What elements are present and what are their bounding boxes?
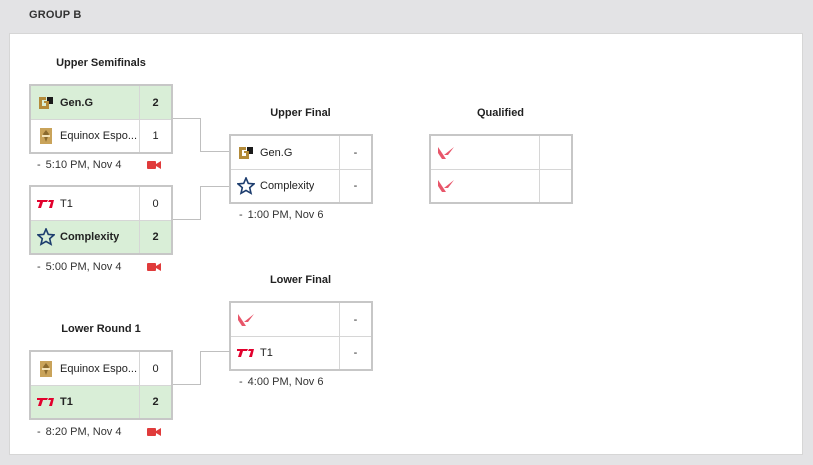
team-score: - xyxy=(339,303,371,336)
video-camera-icon[interactable] xyxy=(147,262,161,272)
match-lower-round-1[interactable]: Equinox Espo... 0 T1 2 xyxy=(29,350,173,420)
match-time: -5:10 PM, Nov 4 xyxy=(37,159,122,171)
bracket-connector xyxy=(200,351,230,352)
match-time: -5:00 PM, Nov 4 xyxy=(37,261,122,273)
team-name: T1 xyxy=(60,197,73,210)
match-upper-semifinal-2[interactable]: T1 0 Complexity 2 xyxy=(29,185,173,255)
bracket-connector xyxy=(173,351,201,385)
qualified-row xyxy=(431,169,571,202)
team-row[interactable]: Equinox Espo... 1 xyxy=(31,119,171,152)
group-title: GROUP B xyxy=(29,9,82,21)
team-score xyxy=(539,136,571,169)
valorant-logo-icon xyxy=(237,311,255,329)
team-name: T1 xyxy=(260,347,273,359)
t1-logo-icon xyxy=(37,393,55,411)
round-title-upper-final: Upper Final xyxy=(270,107,331,119)
geng-logo-icon xyxy=(237,144,255,162)
match-upper-semifinal-1[interactable]: Gen.G 2 Equinox Espo... 1 xyxy=(29,84,173,154)
valorant-logo-icon xyxy=(437,144,455,162)
video-camera-icon[interactable] xyxy=(147,427,161,437)
team-row[interactable]: Gen.G 2 xyxy=(31,86,171,119)
team-row[interactable]: Complexity - xyxy=(231,169,371,202)
t1-logo-icon xyxy=(237,344,255,362)
team-name: Equinox Espo... xyxy=(60,362,138,375)
team-score: 2 xyxy=(139,86,171,119)
video-camera-icon[interactable] xyxy=(147,160,161,170)
team-name: Complexity xyxy=(60,231,120,243)
team-score: 1 xyxy=(139,120,171,152)
team-name: Complexity xyxy=(260,180,315,192)
team-name: Gen.G xyxy=(260,146,293,159)
match-upper-final[interactable]: Gen.G - Complexity - xyxy=(229,134,373,204)
valorant-logo-icon xyxy=(437,177,455,195)
team-row[interactable]: T1 - xyxy=(231,336,371,369)
team-score: - xyxy=(339,337,371,369)
team-row[interactable]: Complexity 2 xyxy=(31,220,171,253)
team-row[interactable]: Equinox Espo... 0 xyxy=(31,352,171,385)
team-name: Equinox Espo... xyxy=(60,130,138,142)
qualified-slots xyxy=(429,134,573,204)
match-time: -1:00 PM, Nov 6 xyxy=(239,209,324,221)
team-name: T1 xyxy=(60,396,73,408)
equinox-logo-icon xyxy=(37,360,55,378)
complexity-logo-icon xyxy=(37,228,55,246)
geng-logo-icon xyxy=(37,94,55,112)
equinox-logo-icon xyxy=(37,127,55,145)
team-score: 0 xyxy=(139,187,171,220)
team-name: Gen.G xyxy=(60,96,94,109)
complexity-logo-icon xyxy=(237,177,255,195)
team-score: - xyxy=(339,136,371,169)
team-row[interactable]: - xyxy=(231,303,371,336)
bracket-connector xyxy=(173,186,201,220)
bracket-connector xyxy=(200,151,230,152)
team-score: 0 xyxy=(139,352,171,385)
bracket-connector xyxy=(200,186,230,187)
team-row[interactable]: Gen.G - xyxy=(231,136,371,169)
bracket-connector xyxy=(173,118,201,152)
qualified-row xyxy=(431,136,571,169)
round-title-lower-round-1: Lower Round 1 xyxy=(61,323,141,335)
team-score xyxy=(539,170,571,202)
round-title-lower-final: Lower Final xyxy=(269,274,332,286)
round-title-upper-semifinals: Upper Semifinals xyxy=(56,57,146,69)
team-row[interactable]: T1 0 xyxy=(31,187,171,220)
team-row[interactable]: T1 2 xyxy=(31,385,171,418)
match-lower-final[interactable]: - T1 - xyxy=(229,301,373,371)
match-time: -8:20 PM, Nov 4 xyxy=(37,426,122,438)
round-title-qualified: Qualified xyxy=(476,107,525,119)
t1-logo-icon xyxy=(37,195,55,213)
team-score: 2 xyxy=(139,386,171,418)
team-score: - xyxy=(339,170,371,202)
match-time: -4:00 PM, Nov 6 xyxy=(239,376,324,388)
team-score: 2 xyxy=(139,221,171,253)
